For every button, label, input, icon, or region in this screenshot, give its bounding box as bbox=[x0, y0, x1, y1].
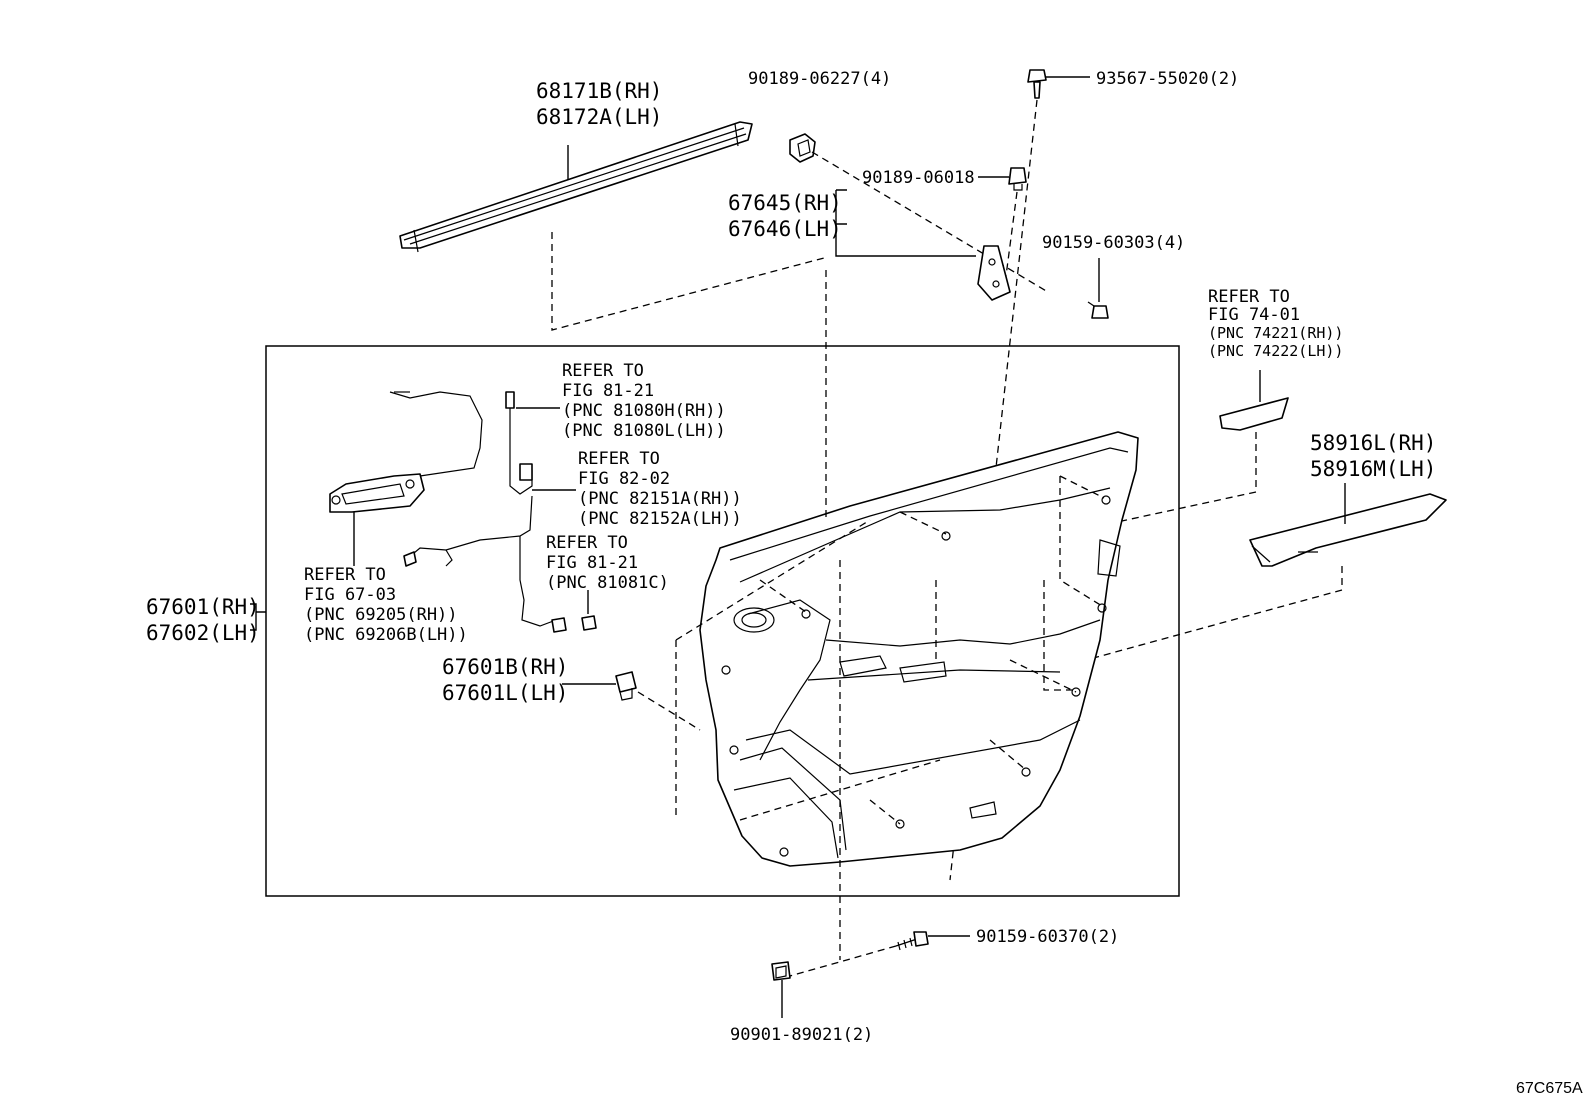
ref67-line3: (PNC 69205(RH)) bbox=[304, 605, 458, 625]
ref74-line2: FIG 74-01 bbox=[1208, 305, 1300, 325]
bolt-bottom-label: 90159-60370(2) bbox=[976, 927, 1119, 947]
ref81a-line1: REFER TO bbox=[562, 361, 644, 381]
ref67-line2: FIG 67-03 bbox=[304, 585, 396, 605]
bolt-bracket-label: 90159-60303(4) bbox=[1042, 233, 1185, 253]
ref82-line4: (PNC 82152A(LH)) bbox=[578, 509, 742, 529]
wiring-harness-part bbox=[403, 391, 597, 633]
clip-top-part bbox=[789, 133, 816, 163]
window-moulding-part bbox=[399, 121, 753, 253]
trim-lh-label: 58916M(LH) bbox=[1310, 457, 1436, 481]
ref74-line3: (PNC 74221(RH)) bbox=[1208, 324, 1343, 342]
clip-bottom-part bbox=[771, 961, 791, 981]
moulding-lh-label: 68172A(LH) bbox=[536, 105, 662, 129]
clip-mid-part bbox=[1008, 167, 1027, 191]
clip-panel-lh-label: 67601L(LH) bbox=[442, 681, 568, 705]
ref81a-line2: FIG 81-21 bbox=[562, 381, 654, 401]
clip-panel-rh-label: 67601B(RH) bbox=[442, 655, 568, 679]
panel-clip-part bbox=[615, 671, 637, 701]
figure-code-label: 67C675A bbox=[1516, 1080, 1583, 1097]
clip-mid-label: 90189-06018 bbox=[862, 168, 975, 188]
door-trim-strip-part bbox=[1249, 493, 1447, 567]
ref82-line2: FIG 82-02 bbox=[578, 469, 670, 489]
door-panel-group-frame bbox=[265, 345, 1180, 897]
trim-rh-label: 58916L(RH) bbox=[1310, 431, 1436, 455]
screw-top-part bbox=[1027, 69, 1047, 99]
screw-top-label: 93567-55020(2) bbox=[1096, 69, 1239, 89]
ref81b-line3: (PNC 81081C) bbox=[546, 573, 669, 593]
bracket-lh-label: 67646(LH) bbox=[728, 217, 842, 241]
ref82-line3: (PNC 82151A(RH)) bbox=[578, 489, 742, 509]
armrest-trim-part bbox=[1219, 397, 1289, 431]
moulding-rh-label: 68171B(RH) bbox=[536, 79, 662, 103]
ref81a-line4: (PNC 81080L(LH)) bbox=[562, 421, 726, 441]
clip-top-label: 90189-06227(4) bbox=[748, 69, 891, 89]
ref74-line1: REFER TO bbox=[1208, 287, 1290, 307]
ref82-line1: REFER TO bbox=[578, 449, 660, 469]
ref81b-line1: REFER TO bbox=[546, 533, 628, 553]
bracket-part bbox=[977, 245, 1011, 301]
bolt-bracket-part bbox=[1087, 301, 1109, 319]
ref74-line4: (PNC 74222(LH)) bbox=[1208, 342, 1343, 360]
ref67-line4: (PNC 69206B(LH)) bbox=[304, 625, 468, 645]
panel-rh-label: 67601(RH) bbox=[146, 595, 260, 619]
clip-bottom-label: 90901-89021(2) bbox=[730, 1025, 873, 1045]
ref67-line1: REFER TO bbox=[304, 565, 386, 585]
ref81a-line3: (PNC 81080H(RH)) bbox=[562, 401, 726, 421]
panel-lh-label: 67602(LH) bbox=[146, 621, 260, 645]
ref81b-line2: FIG 81-21 bbox=[546, 553, 638, 573]
bracket-rh-label: 67645(RH) bbox=[728, 191, 842, 215]
door-trim-panel-part bbox=[699, 431, 1139, 867]
inner-handle-assembly-part bbox=[329, 391, 483, 513]
bolt-bottom-part bbox=[895, 931, 929, 951]
